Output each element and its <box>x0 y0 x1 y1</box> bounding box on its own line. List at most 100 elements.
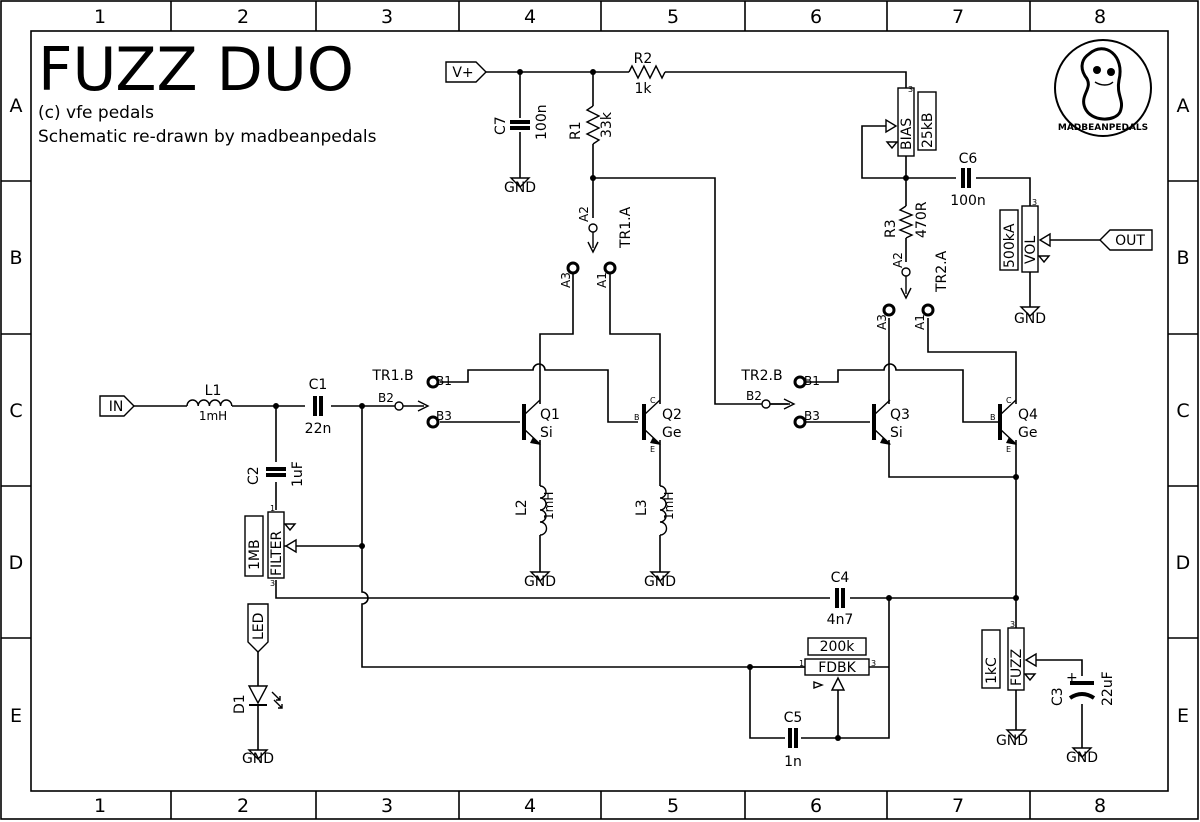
copyright-text: (c) vfe pedals <box>38 103 154 123</box>
switch-tr1b[interactable]: TR1.B B2 B1 B3 <box>371 368 452 429</box>
fuzz-potentiometer[interactable]: FUZZ 1kC 3 <box>981 620 1037 691</box>
pin-label: 3 <box>1010 620 1015 629</box>
d1-ref: D1 <box>232 694 248 714</box>
grid-col-8: 8 <box>1094 795 1106 817</box>
grid-col-3: 3 <box>381 6 393 28</box>
input-port: IN <box>99 395 135 417</box>
pin-b: B <box>990 413 996 422</box>
capacitor-c6: C6 100n <box>950 151 986 209</box>
pin-label: 3 <box>908 85 913 94</box>
capacitor-c4: C4 4n7 <box>827 570 854 628</box>
tr2a-label: TR2.A <box>934 250 950 293</box>
c3-value: 22uF <box>1100 671 1116 706</box>
c5-value: 1n <box>784 754 802 770</box>
gnd-label: GND <box>996 733 1028 749</box>
c2-value: 1uF <box>290 461 306 487</box>
c4-value: 4n7 <box>827 612 854 628</box>
gnd-label: GND <box>242 751 274 767</box>
supply-port-label: V+ <box>452 65 473 81</box>
c6-value: 100n <box>950 193 986 209</box>
bias-value: 25kB <box>920 112 936 148</box>
grid-row-d: D <box>9 552 24 574</box>
switch-tr2a[interactable]: TR2.A A2 A3 A1 <box>875 250 950 330</box>
pin-b1: B1 <box>804 374 820 388</box>
c1-ref: C1 <box>309 377 328 393</box>
q4-type: Ge <box>1018 425 1037 441</box>
pin-e: E <box>1006 445 1011 454</box>
q1-type: Si <box>540 425 553 441</box>
transistor-q4: Q4 Ge B C E <box>990 396 1038 454</box>
output-port-label: OUT <box>1115 233 1145 249</box>
switch-tr2b[interactable]: TR2.B B2 B1 B3 <box>740 368 820 429</box>
filter-potentiometer[interactable]: FILTER 1MB 1 3 <box>244 504 297 588</box>
output-port: OUT <box>1099 229 1153 251</box>
grid-col-2: 2 <box>237 795 249 817</box>
switch-tr1a[interactable]: TR1.A A2 A3 A1 <box>559 206 634 288</box>
grid-row-c: C <box>1176 400 1189 422</box>
bias-potentiometer[interactable]: BIAS 25kB 3 <box>885 85 937 157</box>
grid-row-a: A <box>1177 95 1190 117</box>
grid-col-1: 1 <box>94 795 106 817</box>
grid-col-5: 5 <box>667 6 679 28</box>
c3-ref: C3 <box>1050 687 1066 706</box>
transistor-q3: Q3 Si <box>872 398 910 447</box>
tr1a-label: TR1.A <box>618 206 634 249</box>
c3-polarity: + <box>1066 670 1078 686</box>
grid-row-e: E <box>1177 705 1189 727</box>
transistor-q2: Q2 Ge B C E <box>634 396 682 454</box>
grid-row-labels: A B C D E A B C D E <box>9 95 1191 727</box>
l3-ref: L3 <box>634 499 650 516</box>
grid-col-1: 1 <box>94 6 106 28</box>
l1-value: 1mH <box>199 409 227 423</box>
l3-value: 1mH <box>662 492 676 520</box>
pin-a2: A2 <box>891 252 905 268</box>
r2-value: 1k <box>634 81 652 97</box>
c7-ref: C7 <box>493 116 509 135</box>
l2-value: 1mH <box>542 492 556 520</box>
grid-row-e: E <box>10 705 22 727</box>
gnd-label: GND <box>1066 750 1098 766</box>
volume-potentiometer[interactable]: VOL 500kA 3 <box>999 198 1051 273</box>
inductor-l2: L2 1mH <box>514 485 556 536</box>
pin-label: 3 <box>270 579 275 588</box>
fuzz-name: FUZZ <box>1009 649 1025 686</box>
c5-ref: C5 <box>784 710 803 726</box>
grid-row-c: C <box>9 400 22 422</box>
l1-ref: L1 <box>205 383 222 399</box>
gnd-label: GND <box>1014 311 1046 327</box>
fuzz-value: 1kC <box>984 657 1000 684</box>
grid-col-7: 7 <box>952 795 964 817</box>
pin-c: C <box>650 396 656 405</box>
tr1b-label: TR1.B <box>371 368 413 384</box>
capacitor-c1: C1 22n <box>305 377 332 437</box>
l2-ref: L2 <box>514 499 530 516</box>
grid-col-6: 6 <box>810 795 822 817</box>
pin-b1: B1 <box>436 374 452 388</box>
gnd-label: GND <box>524 574 556 590</box>
fdbk-value: 200k <box>820 639 856 655</box>
pin-a3: A3 <box>559 272 573 288</box>
pin-a1: A1 <box>595 272 609 288</box>
led-port: LED <box>247 603 269 653</box>
grid-col-4: 4 <box>524 6 536 28</box>
q1-ref: Q1 <box>540 407 560 423</box>
pin-e: E <box>650 445 655 454</box>
page-title: FUZZ DUO <box>38 35 354 105</box>
c1-value: 22n <box>305 421 332 437</box>
pin-label: 3 <box>1032 198 1037 207</box>
vol-name: VOL <box>1023 236 1039 264</box>
bias-name: BIAS <box>899 118 915 150</box>
feedback-potentiometer[interactable]: FDBK 200k 1 3 <box>799 637 876 691</box>
filter-name: FILTER <box>269 531 285 576</box>
grid-row-d: D <box>1176 552 1191 574</box>
r3-value: 470R <box>914 201 930 238</box>
grid-row-a: A <box>10 95 23 117</box>
grid-col-4: 4 <box>524 795 536 817</box>
pin-b2: B2 <box>378 391 394 405</box>
pin-b: B <box>634 413 640 422</box>
resistor-r2: R2 1k <box>628 51 666 97</box>
c4-ref: C4 <box>831 570 850 586</box>
pin-label: 1 <box>270 504 275 513</box>
fdbk-name: FDBK <box>818 660 856 676</box>
